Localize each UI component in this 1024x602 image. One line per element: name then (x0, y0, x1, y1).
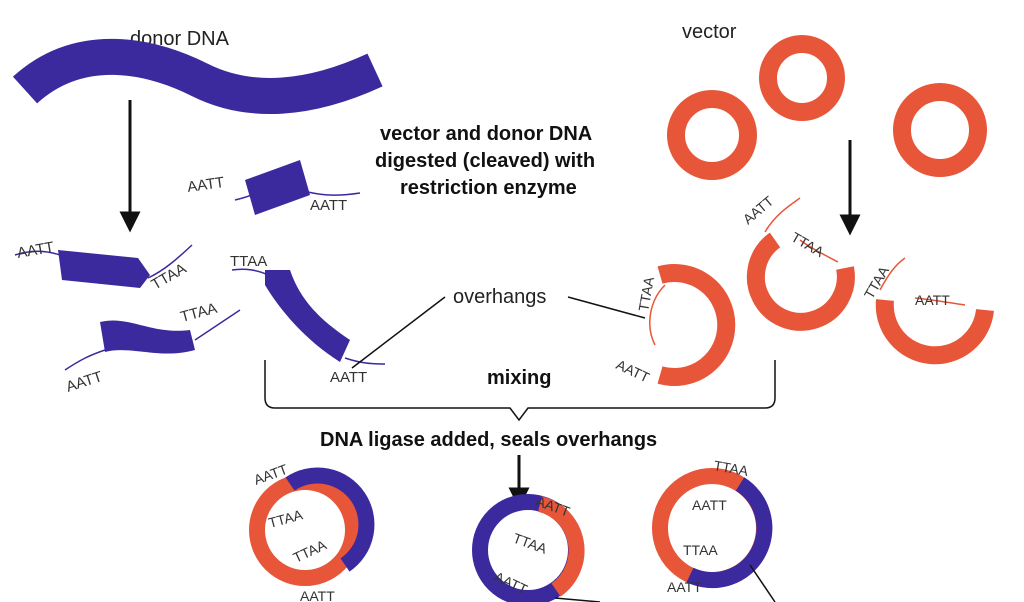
seq-ttaa-10: TTAA (712, 457, 750, 479)
open-vector-1: AATT TTAA (740, 192, 855, 331)
seq-ttaa-6: TTAA (635, 275, 657, 313)
seq-aatt-1: AATT (186, 174, 225, 196)
recombinant-plasmid-1: AATT TTAA TTAA AATT (249, 461, 375, 602)
seq-ttaa-8: TTAA (291, 536, 330, 565)
seq-aatt-8: AATT (614, 356, 653, 385)
seq-ttaa-11: TTAA (683, 542, 718, 558)
overhangs-pointer-left (351, 296, 446, 369)
seq-aatt-3: AATT (16, 239, 56, 262)
donor-fragment-1: AATT TTAA (14, 239, 193, 293)
seq-ttaa-9: TTAA (511, 530, 550, 557)
seq-aatt-5: AATT (330, 369, 367, 386)
seq-aatt-4: AATT (64, 368, 105, 396)
plasmid-3-pointer (749, 564, 776, 602)
vector-ring-3 (893, 83, 987, 177)
open-vector-2: TTAA AATT (861, 257, 994, 365)
digest-label-2: digested (cleaved) with (375, 150, 595, 172)
mixing-brace (264, 360, 776, 422)
seq-aatt-7: AATT (915, 292, 950, 308)
overhangs-pointer-right (567, 296, 646, 319)
digest-label-1: vector and donor DNA (380, 123, 592, 145)
vector-ring-1 (759, 35, 845, 121)
digest-label-3: restriction enzyme (400, 177, 577, 199)
donor-dna-strand (12, 38, 383, 114)
donor-fragment-2: AATT TTAA (64, 300, 241, 396)
seq-aatt-2: AATT (310, 197, 347, 214)
ligase-label: DNA ligase added, seals overhangs (320, 429, 657, 451)
overhangs-label: overhangs (453, 286, 546, 308)
seq-aatt-10: AATT (300, 588, 335, 602)
seq-ttaa-3: TTAA (230, 253, 267, 270)
open-vector-3: TTAA AATT (614, 264, 736, 386)
vector-label: vector (682, 21, 737, 43)
plasmid-2-pointer (554, 597, 601, 602)
vector-ring-2 (667, 90, 757, 180)
mixing-label: mixing (487, 367, 551, 389)
donor-fragment-center: TTAA AATT (230, 253, 386, 386)
seq-ttaa-2: TTAA (179, 300, 219, 326)
recombinant-plasmid-2: AATT TTAA AATT (472, 493, 601, 602)
seq-ttaa-4: TTAA (789, 229, 828, 261)
seq-ttaa-5: TTAA (861, 263, 893, 302)
seq-aatt-14: AATT (667, 579, 702, 595)
seq-aatt-13: AATT (692, 497, 727, 513)
recombinant-plasmid-3: TTAA AATT TTAA AATT (652, 457, 776, 602)
donor-fragment-top: AATT AATT (186, 160, 361, 215)
seq-ttaa-7: TTAA (267, 506, 305, 531)
